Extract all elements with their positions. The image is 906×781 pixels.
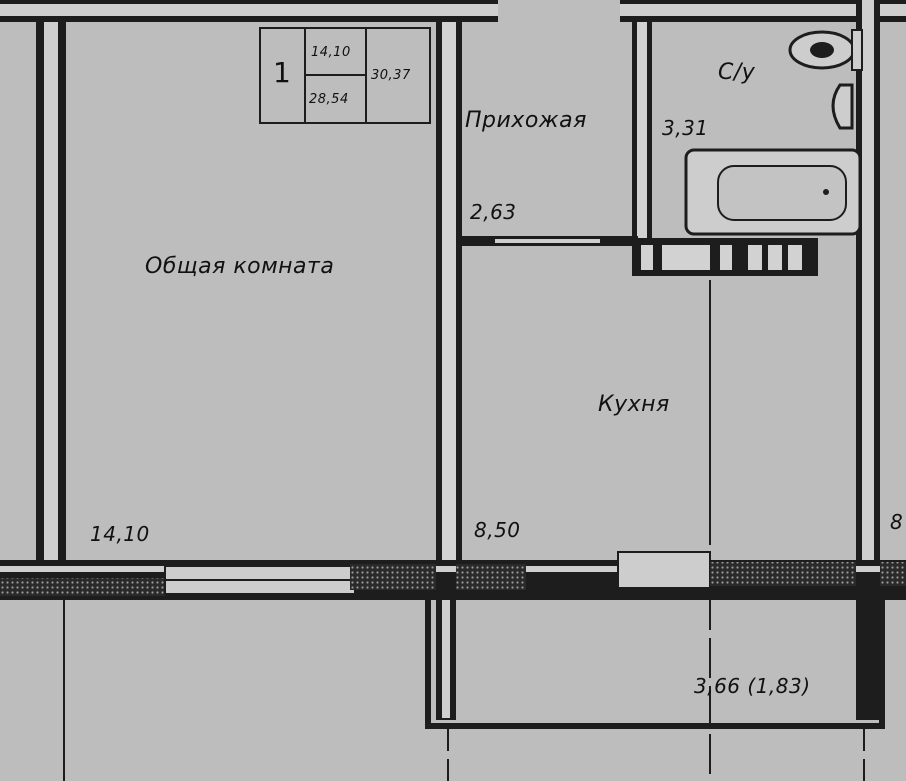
neighbor-area-partial: 8 [890,510,904,534]
hallway-area: 2,63 [470,200,517,224]
loggia-area: 3,66 (1,83) [694,674,811,698]
toilet [788,29,863,71]
hallway-name: Прихожая [465,108,587,133]
living-room-area: 14,10 [90,522,150,546]
apartment-total-area: 30,37 [371,68,411,83]
kitchen-area: 8,50 [474,518,521,542]
kitchen-name: Кухня [598,392,670,417]
sink [831,83,854,130]
left-neighbor-wall [36,0,66,565]
apartment-info-box [259,27,431,124]
loggia-outline [425,593,885,729]
kitchen-counter [632,238,818,276]
top-wall [0,0,906,22]
apartment-area-no-balcony: 28,54 [309,92,349,107]
bathroom-partition [632,22,652,242]
apartment-number: 1 [273,56,292,89]
living-room-name: Общая комната [145,254,335,279]
bathroom-name: С/у [718,60,756,85]
bathroom-area: 3,31 [662,116,709,140]
bathtub [684,148,862,236]
partition-living-kitchen [436,22,462,567]
hallway-kitchen-divider [462,236,638,246]
apartment-living-area: 14,10 [311,45,351,60]
